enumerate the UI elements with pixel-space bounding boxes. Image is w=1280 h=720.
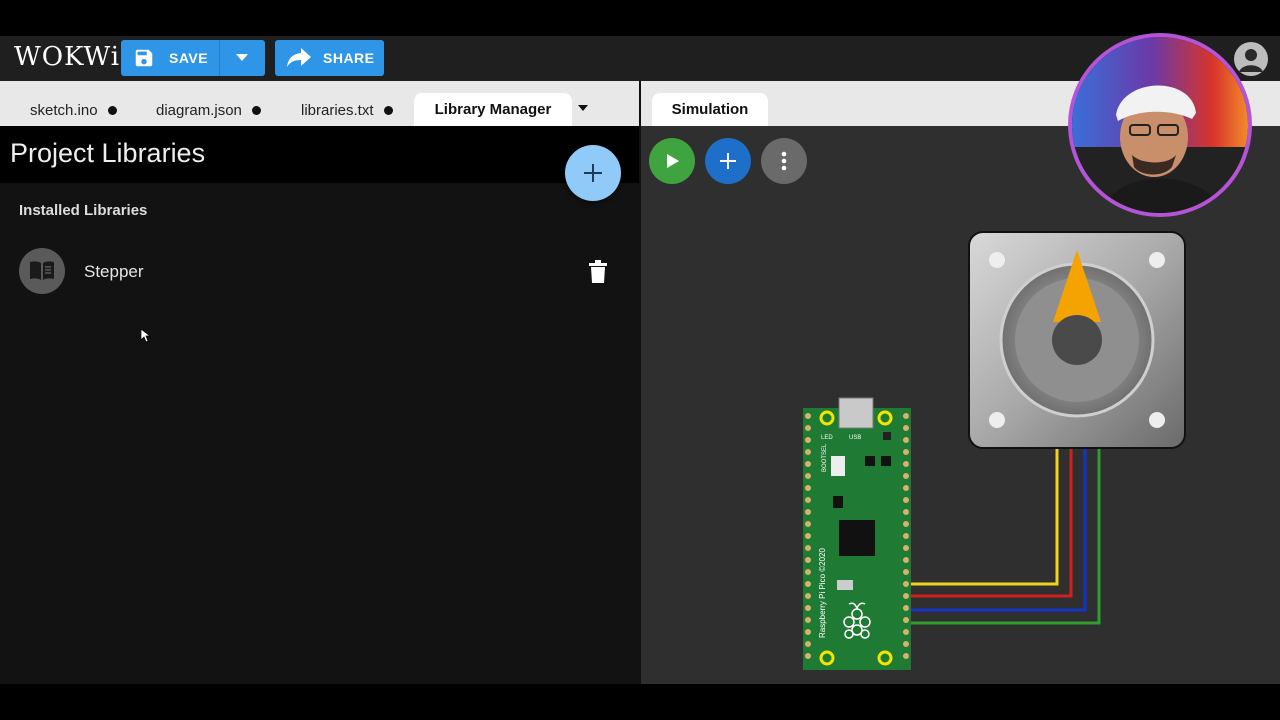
delete-library-trash-icon[interactable]	[588, 260, 608, 289]
svg-text:USB: USB	[849, 435, 861, 441]
save-icon	[133, 47, 155, 69]
add-library-button[interactable]	[565, 145, 621, 201]
editor-tab-bar: sketch.ino diagram.json libraries.txt Li…	[0, 81, 639, 126]
raspberry-logo-icon	[843, 602, 871, 639]
more-options-button[interactable]	[761, 138, 807, 184]
stepper-motor[interactable]	[968, 231, 1186, 449]
presenter-webcam-image	[1072, 37, 1248, 213]
start-simulation-button[interactable]	[649, 138, 695, 184]
share-button[interactable]: SHARE	[275, 40, 384, 76]
share-label: SHARE	[323, 50, 375, 66]
tab-library-manager[interactable]: Library Manager	[414, 93, 572, 126]
wokwi-app: WOKWi SAVE SHARE sketch.ino	[0, 36, 1280, 684]
wokwi-logo[interactable]: WOKWi	[14, 42, 121, 72]
circuit-canvas[interactable]: LED USB BOOTSEL Raspberry Pi Pico ©2020	[641, 126, 1280, 684]
page-title: Project Libraries	[10, 138, 206, 168]
share-icon	[287, 48, 311, 68]
svg-text:Raspberry Pi Pico ©2020: Raspberry Pi Pico ©2020	[818, 548, 827, 638]
simulation-pane: LED USB BOOTSEL Raspberry Pi Pico ©2020	[641, 126, 1280, 684]
svg-text:LED: LED	[821, 435, 833, 441]
webcam-overlay	[1068, 33, 1252, 217]
play-icon	[667, 154, 679, 168]
unsaved-dot-icon	[383, 105, 393, 115]
library-header: Project Libraries	[0, 126, 639, 183]
save-label: SAVE	[169, 50, 209, 66]
svg-text:BOOTSEL: BOOTSEL	[822, 443, 828, 472]
plus-icon	[720, 153, 736, 169]
add-part-button[interactable]	[705, 138, 751, 184]
raspberry-pi-pico-board[interactable]: LED USB BOOTSEL Raspberry Pi Pico ©2020	[803, 397, 911, 670]
installed-libraries-heading: Installed Libraries	[19, 202, 148, 219]
library-manager-pane: Project Libraries Installed Libraries St…	[0, 126, 639, 684]
tab-diagram-json[interactable]: diagram.json	[156, 94, 261, 126]
plus-icon	[584, 164, 602, 182]
unsaved-dot-icon	[107, 105, 117, 115]
tab-simulation[interactable]: Simulation	[652, 93, 768, 126]
unsaved-dot-icon	[251, 105, 261, 115]
tabs-menu-caret-icon[interactable]	[578, 105, 588, 111]
mouse-cursor-icon	[140, 328, 152, 348]
more-vert-icon	[781, 151, 787, 171]
top-bar: WOKWi SAVE SHARE	[0, 36, 1280, 81]
pane-divider[interactable]	[639, 81, 641, 684]
save-button[interactable]: SAVE	[121, 40, 265, 76]
wires[interactable]	[907, 436, 1101, 625]
account-avatar-icon[interactable]	[1234, 42, 1268, 76]
library-name: Stepper	[84, 262, 144, 281]
tab-sketch-ino[interactable]: sketch.ino	[30, 94, 117, 126]
book-icon	[19, 248, 65, 294]
save-dropdown-chevron-icon[interactable]	[232, 52, 252, 64]
tab-libraries-txt[interactable]: libraries.txt	[301, 94, 393, 126]
